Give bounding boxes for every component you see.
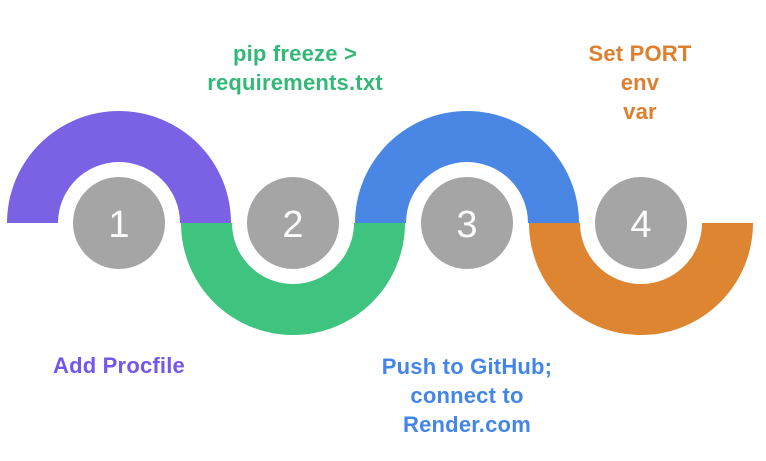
step-3-label: Push to GitHub; connect to Render.com — [381, 354, 553, 437]
step-4-arc — [529, 223, 753, 335]
step-1-number: 1 — [108, 204, 129, 246]
step-1-label: Add Procfile — [53, 353, 185, 378]
step-2-arc — [181, 223, 405, 335]
step-2-number: 2 — [282, 204, 303, 246]
step-2-circle — [247, 177, 339, 269]
step-2-label: pip freeze > requirements.txt — [207, 41, 383, 95]
step-4-number: 4 — [630, 204, 651, 246]
step-4-circle — [595, 177, 687, 269]
step-1-arc — [7, 111, 231, 223]
step-3-circle — [421, 177, 513, 269]
step-4-label: Set PORT env var — [588, 41, 692, 124]
step-3-arc — [355, 111, 579, 223]
step-3-number: 3 — [456, 204, 477, 246]
step-1-circle — [73, 177, 165, 269]
